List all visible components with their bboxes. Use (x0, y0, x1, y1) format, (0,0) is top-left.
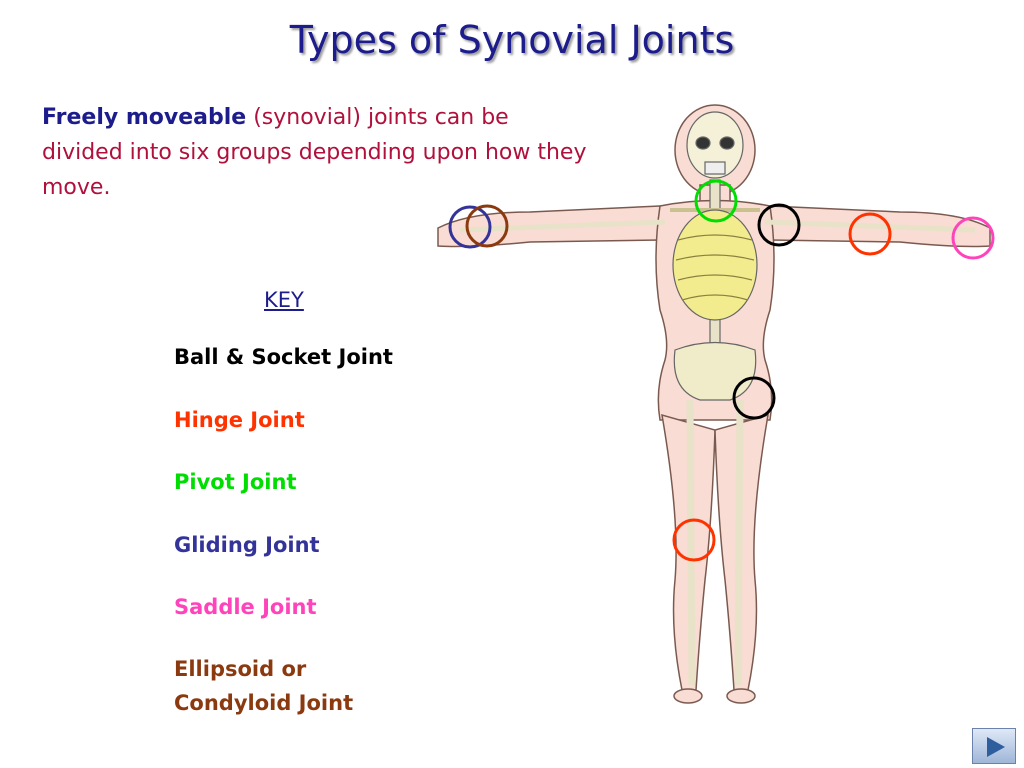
key-ellipsoid: Ellipsoid or Condyloid Joint (174, 657, 354, 715)
key-heading: KEY (264, 288, 304, 312)
key-gliding: Gliding Joint (174, 533, 320, 557)
key-pivot: Pivot Joint (174, 470, 297, 494)
intro-text: Freely moveable (synovial) joints can be… (42, 100, 592, 205)
marker-ball-socket-hip (732, 376, 776, 420)
skeleton-figure (437, 104, 995, 704)
play-arrow-icon (987, 737, 1005, 757)
marker-gliding-wrist (448, 205, 492, 249)
slide-title: Types of Synovial Joints (289, 18, 735, 62)
intro-lead: Freely moveable (42, 105, 247, 130)
marker-pivot-neck (694, 179, 738, 223)
marker-hinge-knee (672, 518, 716, 562)
marker-ball-socket-shoulder (757, 203, 801, 247)
key-saddle: Saddle Joint (174, 595, 317, 619)
next-slide-button[interactable] (972, 728, 1016, 764)
marker-saddle-thumb (951, 216, 995, 260)
key-hinge: Hinge Joint (174, 408, 305, 432)
marker-ellipsoid-wrist (465, 204, 509, 248)
intro-rest: (synovial) joints can be divided into si… (42, 105, 587, 200)
marker-hinge-elbow (848, 212, 892, 256)
skeleton-bones (459, 111, 976, 686)
key-ball-socket: Ball & Socket Joint (174, 345, 393, 369)
